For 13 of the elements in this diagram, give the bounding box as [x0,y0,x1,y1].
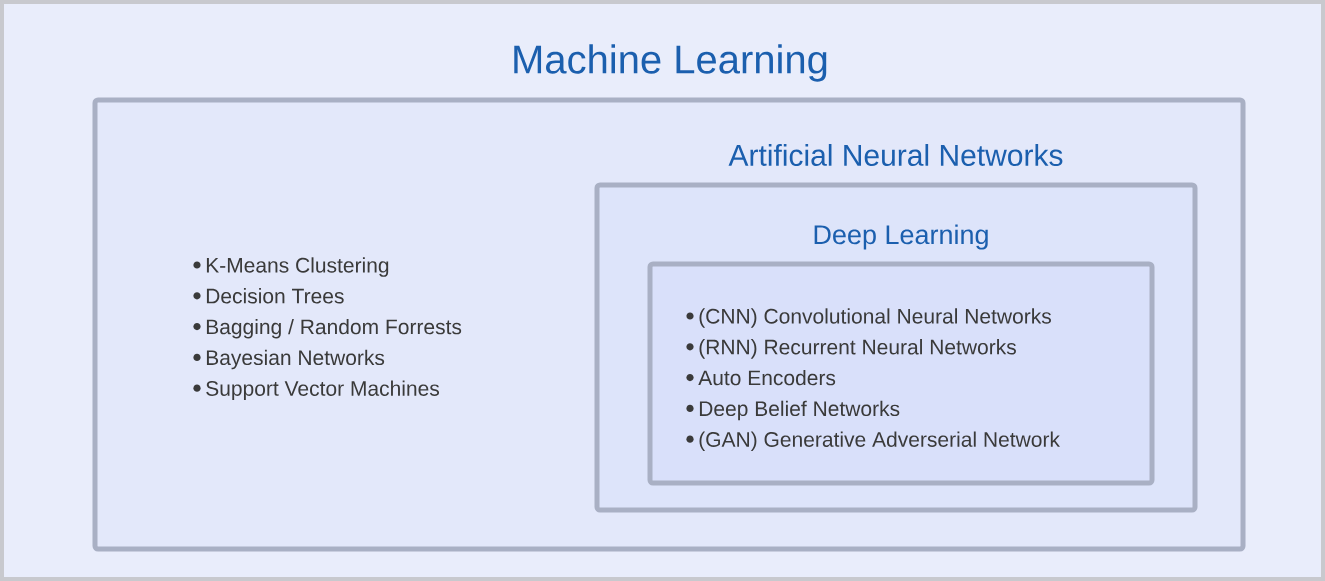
bullet-item: Decision Trees [193,288,344,304]
heading: Deep Learning [814,224,988,250]
bullet-item: Bagging / Random Forrests [193,318,462,339]
heading: Artificial Neural Networks [728,144,1063,166]
bullet-item: (CNN) Convolutional Neural Networks [686,308,1051,328]
bullet-item: (GAN) Generative Adverserial Network [686,431,1060,452]
bullet-item: Auto Encoders [686,369,836,386]
bullet-item: K-Means Clustering [193,257,389,277]
heading: Machine Learning [514,44,827,82]
bullet-item: (RNN) Recurrent Neural Networks [686,339,1016,359]
bullet-item: Bayesian Networks [193,349,385,370]
bullet-item: Support Vector Machines [193,380,440,401]
bullet-item: Deep Belief Networks [686,400,900,421]
